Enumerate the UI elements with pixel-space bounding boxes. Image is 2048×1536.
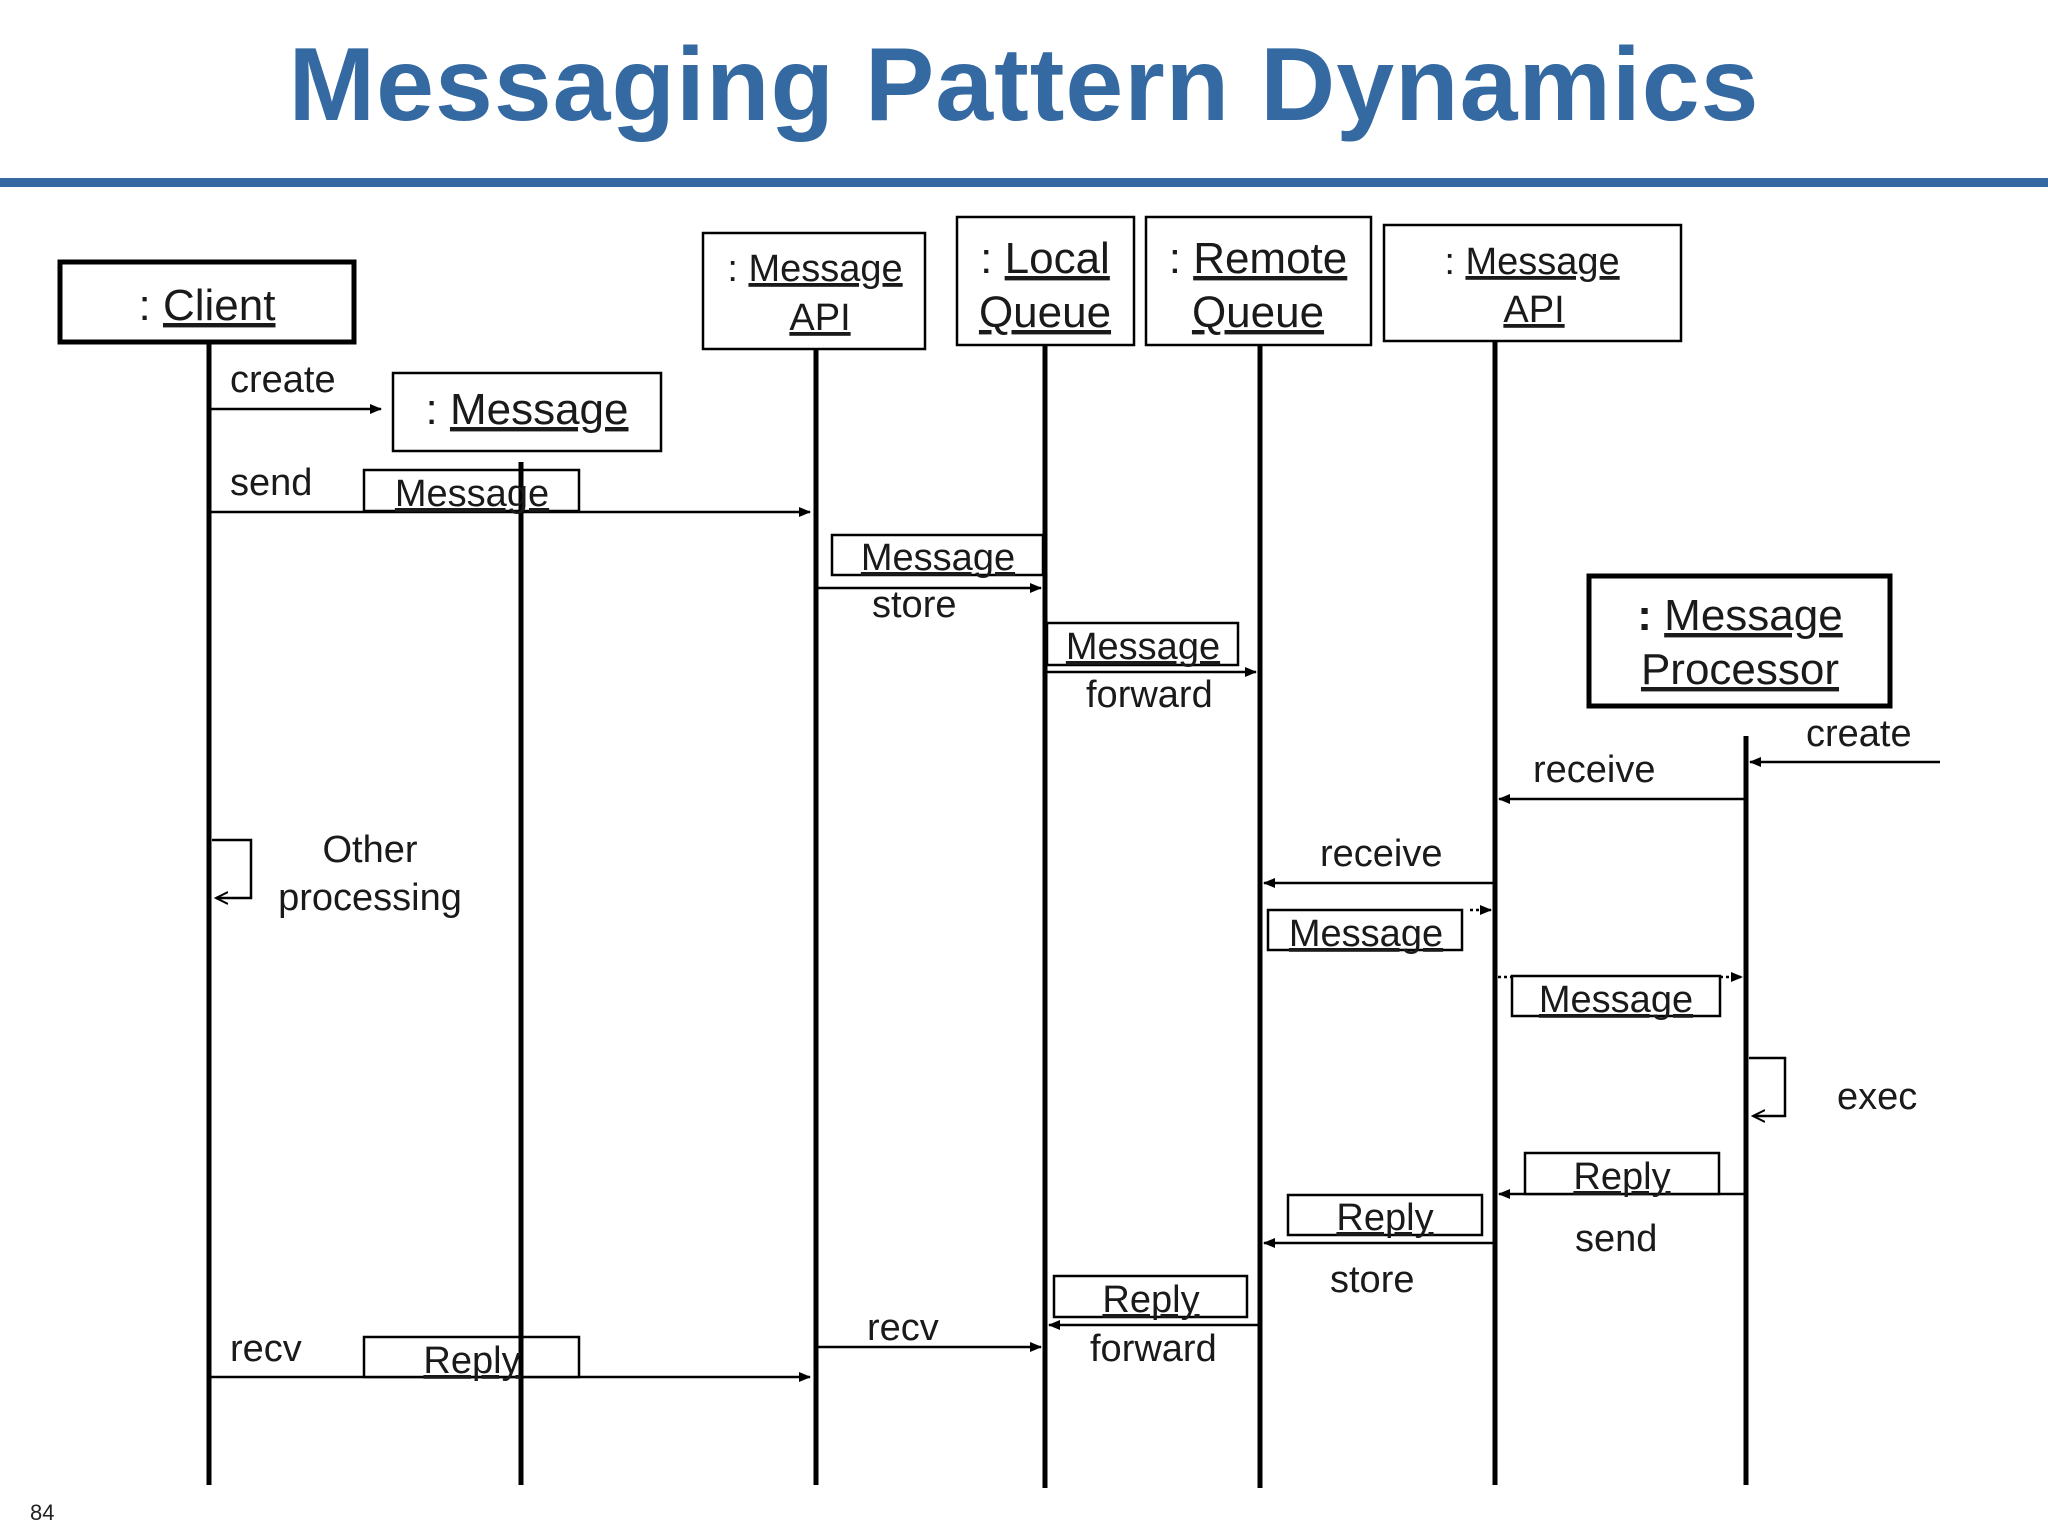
svg-text:: Local: : Local [980, 234, 1110, 283]
label-store-1: store [872, 584, 956, 626]
label-other-processing-1: Other [322, 829, 417, 871]
participant-prefix: : [1637, 591, 1652, 640]
payload-reply-recv: Reply [423, 1340, 520, 1382]
label-other-processing-2: processing [278, 877, 462, 919]
label-store-2: store [1330, 1259, 1414, 1301]
svg-text:: Message: : Message [1444, 241, 1619, 283]
payload-message-receive-2: Message [1539, 979, 1693, 1021]
participant-name-line1: Local [1005, 234, 1110, 283]
participant-message-processor: : Message Processor [1586, 573, 1893, 709]
participant-name-line1: Message [748, 248, 902, 290]
payload-reply-forward: Reply [1102, 1279, 1199, 1321]
payload-box-reply-forward [1052, 1274, 1249, 1319]
participant-name-line2: API [789, 297, 850, 339]
participant-name-line1: Remote [1193, 234, 1347, 283]
participant-name-line2: Queue [1192, 288, 1324, 337]
participant-prefix: : [1444, 241, 1455, 283]
participant-prefix: : [139, 281, 151, 330]
label-recv-api: recv [867, 1307, 939, 1349]
payload-box-message-store [830, 533, 1045, 577]
participant-name: Client [163, 281, 276, 330]
participant-name-line1: Message [1465, 241, 1619, 283]
svg-text:: Message: : Message [425, 385, 628, 434]
participant-prefix: : [425, 385, 437, 434]
other-processing-self-arrow [212, 838, 253, 898]
svg-text:: Client: : Client [139, 281, 276, 330]
payload-box-message-receive-2 [1510, 974, 1722, 1018]
participant-name: Message [450, 385, 629, 434]
payload-box-message-forward [1045, 621, 1240, 667]
label-forward-2: forward [1090, 1328, 1217, 1370]
label-create-client: create [230, 359, 336, 401]
payload-reply-send: Reply [1573, 1156, 1670, 1198]
svg-text:: Message: : Message [1637, 591, 1842, 640]
participant-prefix: : [1169, 234, 1181, 283]
label-receive-1: receive [1533, 749, 1656, 791]
participant-prefix: : [727, 248, 738, 290]
participant-client: : Client [57, 259, 357, 345]
payload-box-message-send [362, 468, 581, 513]
page-number: 84 [30, 1500, 55, 1525]
title-divider [0, 178, 2048, 187]
svg-text:: Message: : Message [727, 248, 902, 290]
payload-box-message-receive-1 [1266, 908, 1464, 952]
participant-remote-queue: : Remote Queue [1144, 215, 1373, 347]
label-receive-2: receive [1320, 833, 1443, 875]
payload-box-reply-send [1523, 1151, 1721, 1196]
participant-local-queue: : Local Queue [955, 215, 1136, 347]
participant-prefix: : [980, 234, 992, 283]
participant-name-line1: Message [1664, 591, 1843, 640]
participant-name-line2: API [1503, 289, 1564, 331]
payload-message-store: Message [861, 537, 1015, 579]
payload-message-forward: Message [1066, 626, 1220, 668]
exec-self-arrow [1749, 1056, 1787, 1116]
slide-title: Messaging Pattern Dynamics [288, 27, 1760, 143]
participant-message-api-left: : Message API [701, 231, 927, 351]
label-recv-client: recv [230, 1328, 302, 1370]
payload-box-reply-recv [362, 1335, 581, 1379]
payload-reply-store: Reply [1336, 1197, 1433, 1239]
participant-message-api-right: : Message API [1382, 223, 1683, 343]
participant-name-line2: Queue [979, 288, 1111, 337]
participant-name-line2: Processor [1641, 645, 1839, 694]
label-send-reply: send [1575, 1218, 1657, 1260]
label-create-processor: create [1806, 713, 1912, 755]
label-forward-1: forward [1086, 674, 1213, 716]
label-send: send [230, 462, 312, 504]
label-exec: exec [1837, 1076, 1917, 1118]
participant-message: : Message [391, 371, 663, 453]
payload-message-send: Message [395, 473, 549, 515]
payload-message-receive-1: Message [1289, 913, 1443, 955]
svg-text:: Remote: : Remote [1169, 234, 1348, 283]
payload-box-reply-store [1286, 1193, 1484, 1237]
